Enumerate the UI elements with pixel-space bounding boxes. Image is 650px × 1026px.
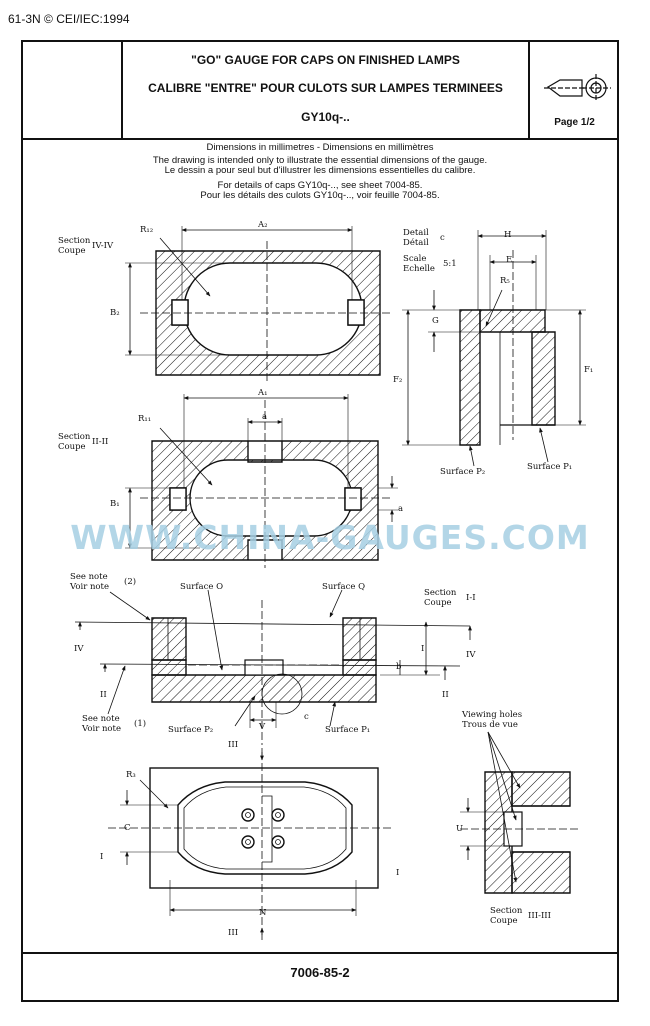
section-iv-id: IV-IV	[92, 241, 114, 251]
cut-iii-top: III	[228, 740, 239, 750]
dim-r11: R₁₁	[138, 414, 152, 424]
viewing-holes-fr: Trous de vue	[462, 720, 518, 730]
watermark: WWW.CHINA-GAUGES.COM	[70, 518, 590, 557]
section-ii-id: II-II	[92, 437, 109, 447]
cut-iv-left: IV	[74, 644, 84, 654]
dim-b: b	[396, 662, 402, 672]
dim-g: G	[432, 316, 439, 326]
section-iii-label-fr: Coupe	[490, 916, 518, 926]
surface-o-label: Surface O	[180, 582, 224, 592]
header-right-divider	[528, 40, 530, 139]
sheet-frame	[21, 40, 619, 1002]
see-note-1-fr: Voir note	[82, 724, 121, 734]
detail-label-fr: Détail	[403, 238, 429, 248]
dim-e: E	[506, 255, 513, 265]
sheet-number: 7006-85-2	[290, 965, 350, 980]
section-iii-label-en: Section	[490, 906, 523, 916]
detail-c-marker: c	[304, 712, 309, 722]
cut-iii-bottom: III	[228, 928, 239, 938]
section-ii-label-fr: Coupe	[58, 442, 86, 452]
footer-divider	[21, 952, 619, 954]
scale-value: 5:1	[443, 259, 457, 269]
scale-label-en: Scale	[403, 254, 427, 264]
corner-reference: 61-3N © CEI/IEC:1994	[8, 12, 130, 26]
notes-details-fr: Pour les détails des culots GY10q-.., vo…	[200, 190, 440, 201]
notes-intent-en: The drawing is intended only to illustra…	[152, 155, 488, 166]
cut-ii-left: II	[100, 690, 107, 700]
projection-symbol	[544, 74, 611, 102]
detail-id: c	[440, 233, 445, 243]
dim-f1: F₁	[584, 365, 594, 375]
see-note-2-num: (2)	[124, 577, 137, 587]
detail-label-en: Detail	[403, 228, 429, 238]
dim-h: H	[504, 230, 512, 240]
page-number: Page 1/2	[554, 117, 595, 128]
plan-view	[108, 748, 392, 940]
see-note-1-en: See note	[82, 714, 120, 724]
section-iv-view	[125, 226, 392, 383]
dim-n: N	[259, 908, 267, 918]
section-i-view	[74, 589, 472, 745]
dim-r5: R₅	[500, 276, 510, 286]
title-fr: CALIBRE "ENTRE" POUR CULOTS SUR LAMPES T…	[148, 81, 503, 95]
section-ii-label-en: Section	[58, 432, 91, 442]
see-note-2-en: See note	[70, 572, 108, 582]
dim-a-top: a	[262, 412, 268, 422]
header-divider	[21, 138, 619, 140]
section-iv-label-fr: Coupe	[58, 246, 86, 256]
section-iv-label-en: Section	[58, 236, 91, 246]
scale-label-fr: Echelle	[403, 264, 435, 274]
dim-a2: A₂	[258, 220, 268, 230]
section-iii-view	[460, 731, 578, 894]
dim-r3: R₃	[126, 770, 136, 780]
viewing-holes-en: Viewing holes	[462, 710, 523, 720]
cut-i-right-bottom: I	[396, 868, 400, 878]
section-ii-view	[125, 394, 398, 568]
see-note-2-fr: Voir note	[70, 582, 109, 592]
cut-i-right: I	[421, 644, 425, 654]
notes-intent-fr: Le dessin a pour seul but d'illustrer le…	[164, 165, 476, 176]
section-i-label-en: Section	[424, 588, 457, 598]
section-iii-id: III-III	[528, 911, 552, 921]
section-i-label-fr: Coupe	[424, 598, 452, 608]
dim-c: C	[124, 823, 131, 833]
detail-surface-p2: Surface P₂	[440, 467, 486, 477]
surface-q-label: Surface Q	[322, 582, 366, 592]
dim-v: V	[259, 722, 266, 732]
cut-i-left: I	[100, 852, 104, 862]
gauge-code: GY10q-..	[301, 110, 350, 124]
dim-b1: B₁	[110, 499, 120, 509]
notes-dims: Dimensions in millimetres - Dimensions e…	[206, 142, 434, 153]
dim-a1: A₁	[258, 388, 268, 398]
notes-details-en: For details of caps GY10q-.., see sheet …	[217, 180, 423, 191]
dim-f2: F₂	[393, 375, 403, 385]
see-note-1-num: (1)	[134, 719, 147, 729]
detail-c-view	[402, 230, 586, 467]
surface-p2-label: Surface P₂	[168, 725, 214, 735]
header-left-divider	[121, 40, 123, 139]
dim-r12: R₁₂	[140, 225, 154, 235]
section-i-id: I-I	[466, 593, 476, 603]
dim-a-side: a	[398, 504, 404, 514]
cut-iv-right: IV	[466, 650, 476, 660]
dim-b2: B₂	[110, 308, 120, 318]
title-en: "GO" GAUGE FOR CAPS ON FINISHED LAMPS	[191, 53, 460, 67]
cut-ii-right: II	[442, 690, 449, 700]
detail-surface-p1: Surface P₁	[527, 462, 573, 472]
surface-p1-label: Surface P₁	[325, 725, 371, 735]
dim-u: U	[456, 824, 464, 834]
